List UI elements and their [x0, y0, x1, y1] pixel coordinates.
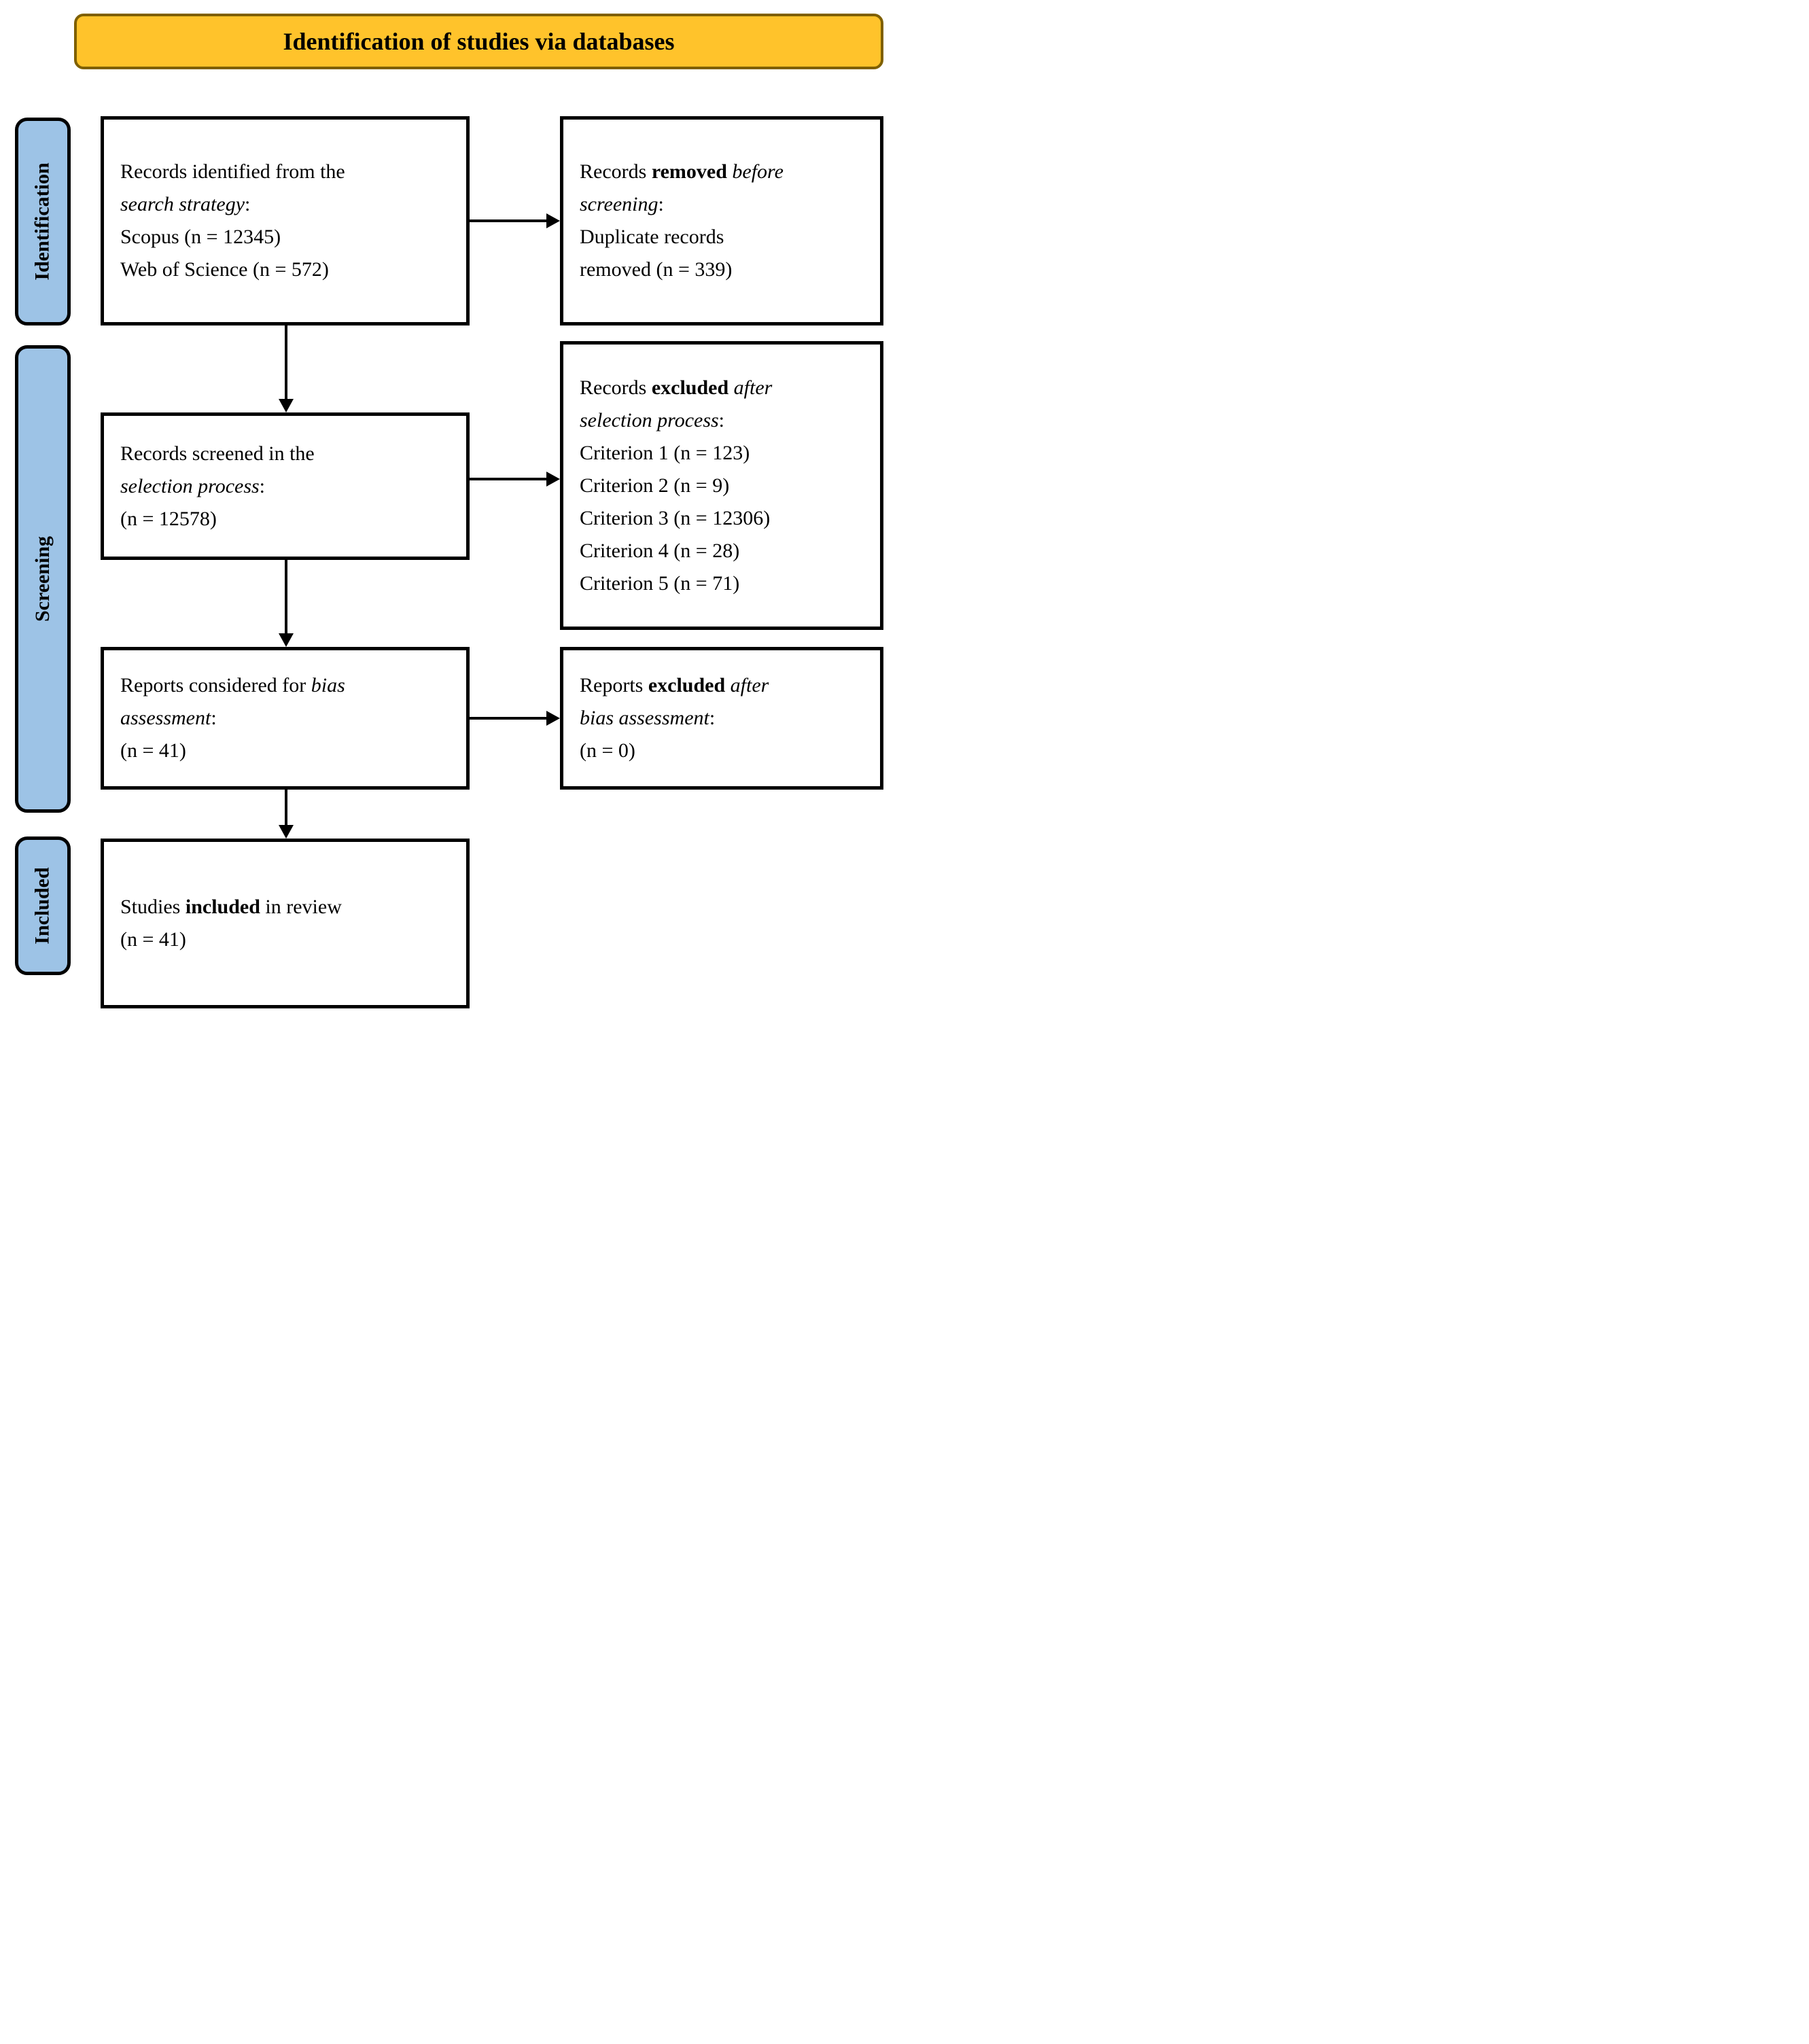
sidebar-stage-screening: Screening — [15, 345, 71, 813]
box-records-removed-before-screening: Records removed before screening: Duplicat… — [560, 116, 883, 325]
box-text-line: Criterion 5 (n = 71) — [580, 571, 740, 595]
box-text-line: Studies included in review — [120, 896, 342, 918]
box-text-line: Records identified from the — [120, 160, 345, 183]
box-text-line: selection process: — [580, 408, 725, 431]
sidebar-stage-identification: Identification — [15, 118, 71, 325]
box-text-line: Criterion 2 (n = 9) — [580, 474, 730, 497]
banner-label: Identification of studies via databases — [283, 28, 675, 55]
box-text-line: Scopus (n = 12345) — [120, 226, 281, 248]
box-text-line: screening: — [580, 193, 664, 215]
box-reports-excluded-after-bias: Reports excluded after bias assessment: (n… — [560, 647, 883, 790]
box-records-identified: Records identified from the search strate… — [101, 116, 470, 325]
box-text-line: Criterion 4 (n = 28) — [580, 539, 740, 562]
box-text-line: search strategy: — [120, 193, 251, 215]
box-text-line: (n = 41) — [120, 739, 186, 762]
box-text-line: Reports considered for bias — [120, 674, 345, 697]
box-text-line: Records screened in the — [120, 442, 315, 465]
box-records-excluded-after-selection: Records excluded after selection process:… — [560, 341, 883, 630]
box-text-line: Reports excluded after — [580, 674, 769, 697]
box-reports-considered-for-bias: Reports considered for bias assessment: (n… — [101, 647, 470, 790]
box-studies-included: Studies included in review (n = 41) — [101, 839, 470, 1008]
banner: Identification of studies via databases — [74, 14, 883, 69]
box-text-line: Criterion 3 (n = 12306) — [580, 506, 771, 529]
stage-label-screening: Screening — [31, 535, 54, 622]
box-text-line: assessment: — [120, 707, 217, 729]
box-text-line: (n = 0) — [580, 739, 635, 762]
box-text-line: Records excluded after — [580, 376, 773, 399]
box-text-line: bias assessment: — [580, 707, 716, 729]
prisma-flow-diagram: Identification of studies via databases … — [0, 0, 904, 1022]
box-text-line: (n = 12578) — [120, 507, 217, 530]
box-text-line: Records removed before — [580, 160, 784, 183]
sidebar-stage-included: Included — [15, 836, 71, 975]
box-text-line: (n = 41) — [120, 928, 186, 951]
box-text-line: removed (n = 339) — [580, 258, 733, 281]
box-text-line: Duplicate records — [580, 226, 724, 248]
box-text-line: selection process: — [120, 474, 266, 497]
stage-label-included: Included — [31, 867, 54, 945]
box-text-line: Criterion 1 (n = 123) — [580, 441, 750, 464]
box-text-line: Web of Science (n = 572) — [120, 258, 329, 281]
box-records-screened: Records screened in the selection process… — [101, 412, 470, 560]
stage-label-identification: Identification — [31, 162, 54, 281]
